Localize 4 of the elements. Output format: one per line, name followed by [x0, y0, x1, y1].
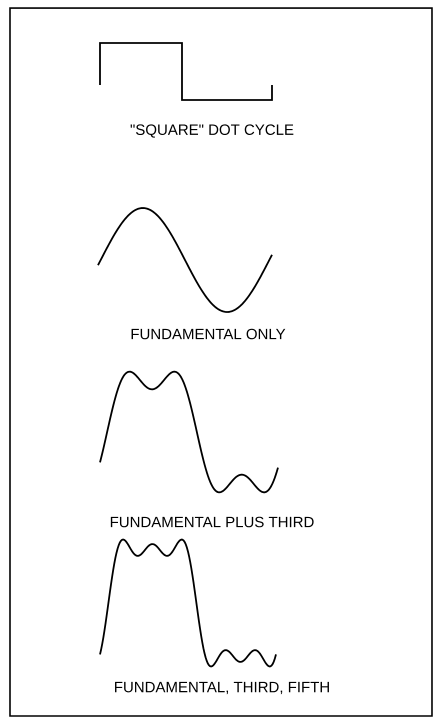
waveform-label: FUNDAMENTAL PLUS THIRD	[110, 516, 314, 528]
waveform-label: FUNDAMENTAL ONLY	[132, 328, 286, 340]
waveform-label: FUNDAMENTAL, THIRD, FIFTH	[115, 682, 329, 694]
waveform-label: "SQUARE" DOT CYCLE	[130, 124, 294, 138]
